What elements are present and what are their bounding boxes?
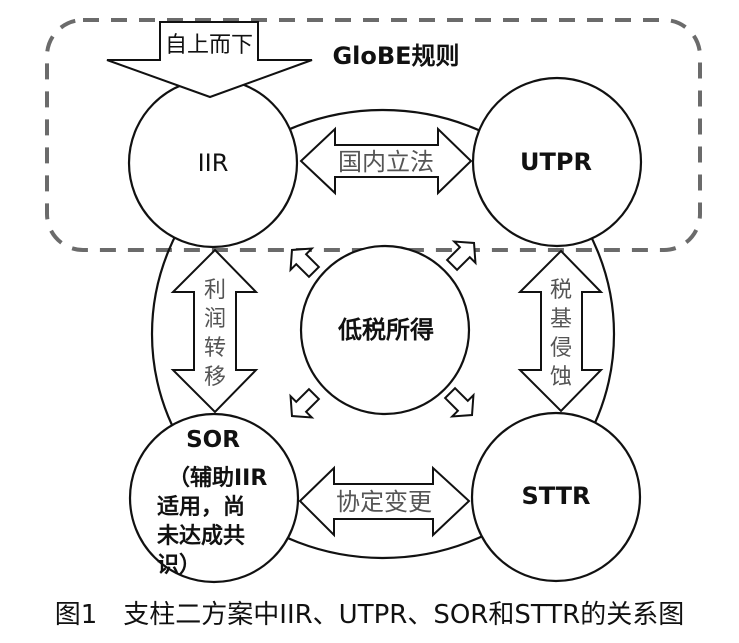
top-down-arrow-label: 自上而下 bbox=[165, 33, 253, 58]
sor-note-line: 识） bbox=[157, 553, 201, 578]
figure-caption: 图1 支柱二方案中IIR、UTPR、SOR和STTR的关系图 bbox=[54, 600, 685, 630]
base-erosion-label: 税 基 侵 蚀 bbox=[550, 278, 572, 390]
base-erosion-char: 侵 bbox=[550, 336, 572, 361]
utpr-node bbox=[471, 76, 643, 248]
low-tax-income-label: 低税所得 bbox=[337, 316, 434, 344]
sttr-node bbox=[470, 411, 642, 583]
outward-arrow-top-left bbox=[289, 247, 321, 279]
sor-label: SOR bbox=[186, 427, 240, 453]
profit-shifting-char: 转 bbox=[204, 336, 226, 361]
sor-note-line: 适用，尚 bbox=[157, 495, 245, 520]
globe-rules-title: GloBE规则 bbox=[332, 42, 459, 70]
profit-shifting-arrow bbox=[170, 248, 259, 414]
iir-label: IIR bbox=[198, 149, 229, 177]
profit-shifting-char: 移 bbox=[204, 365, 226, 390]
profit-shifting-char: 润 bbox=[204, 307, 226, 332]
base-erosion-arrow bbox=[517, 249, 604, 413]
low-tax-income-node bbox=[299, 244, 471, 416]
outer-ring bbox=[150, 108, 616, 560]
outward-arrow-bottom-right bbox=[443, 386, 475, 418]
outward-arrow-top-right bbox=[445, 240, 477, 272]
globe-rules-group-border bbox=[45, 18, 702, 252]
sor-note: （辅助IIR 适用，尚 未达成共 识） bbox=[157, 465, 267, 578]
base-erosion-char: 税 bbox=[550, 278, 572, 303]
treaty-change-label: 协定变更 bbox=[336, 488, 432, 516]
base-erosion-char: 蚀 bbox=[550, 365, 572, 390]
sor-note-line: （辅助IIR bbox=[168, 465, 267, 491]
relationship-diagram: 自上而下 GloBE规则 国内立法 协定变更 利 润 转 移 税 基 侵 蚀 I… bbox=[45, 18, 702, 584]
top-down-arrow bbox=[106, 21, 313, 99]
utpr-label: UTPR bbox=[520, 148, 592, 176]
sttr-label: STTR bbox=[521, 482, 590, 510]
profit-shifting-char: 利 bbox=[204, 278, 226, 303]
sor-note-line: 未达成共 bbox=[157, 524, 245, 549]
sor-node bbox=[128, 412, 300, 584]
base-erosion-char: 基 bbox=[550, 307, 572, 332]
outward-arrow-bottom-left bbox=[289, 387, 321, 419]
domestic-legislation-label: 国内立法 bbox=[338, 148, 434, 176]
treaty-change-arrow bbox=[298, 465, 471, 538]
domestic-legislation-arrow bbox=[299, 126, 473, 196]
profit-shifting-label: 利 润 转 移 bbox=[204, 278, 226, 390]
